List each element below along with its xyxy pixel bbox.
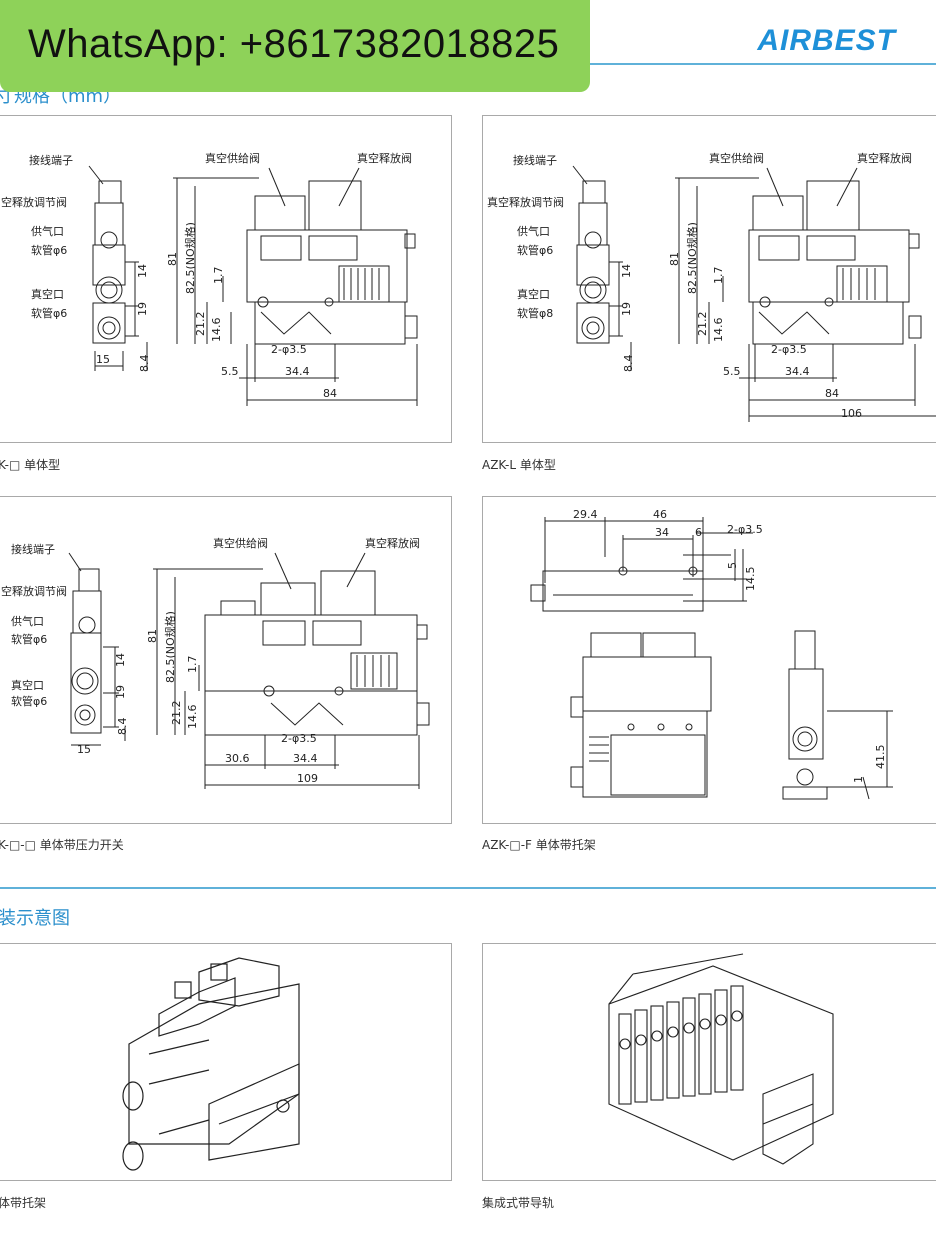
label-supply-tube: 软管φ6 [31, 244, 68, 257]
dim-81: 81 [166, 252, 179, 266]
label-vacuum-tube: 软管φ6 [31, 307, 68, 320]
label-regulator: 空释放调节阀 [1, 196, 67, 209]
dim-84: 84 [825, 387, 839, 400]
airbest-logo: AIRBEST [757, 24, 896, 57]
label-vacuum-port: 真空口 [11, 679, 44, 692]
dim-14-6: 14.6 [186, 704, 199, 730]
dim-14: 14 [114, 653, 127, 667]
dim-14: 14 [136, 264, 149, 278]
manifold-illustration [608, 953, 834, 1165]
label-regulator: 空释放调节阀 [1, 585, 67, 598]
dim-8-4: 8.4 [116, 717, 129, 736]
dim-8-4: 8.4 [622, 354, 635, 373]
dim-21-2: 21.2 [170, 700, 183, 726]
label-vacuum-tube: 软管φ8 [517, 307, 554, 320]
dim-8-4: 8.4 [138, 354, 151, 373]
azk-l-drawing [572, 165, 936, 422]
label-vacuum-tube: 软管φ6 [11, 695, 48, 708]
dim-15: 15 [77, 743, 91, 756]
bracket-drawing [530, 517, 893, 800]
bracket-illustration [122, 957, 300, 1171]
dim-19: 19 [620, 302, 633, 316]
dim-34-4: 34.4 [785, 365, 810, 378]
dim-34-4: 34.4 [293, 752, 318, 765]
dim-15: 15 [96, 353, 110, 366]
label-vacuum-port: 真空口 [31, 288, 64, 301]
label-supply-valve: 真空供给阀 [709, 152, 764, 165]
dim-14-5: 14.5 [744, 566, 757, 592]
dim-81: 81 [668, 252, 681, 266]
pressure-switch-drawing [68, 552, 430, 789]
label-supply-port: 供气口 [517, 225, 550, 238]
label-release-valve: 真空释放阀 [357, 152, 412, 165]
dim-46: 46 [653, 508, 667, 521]
dim-106: 106 [841, 407, 862, 420]
label-supply-port: 供气口 [31, 225, 64, 238]
dim-5: 5 [726, 562, 739, 569]
label-holes: 2-φ3.5 [771, 343, 807, 356]
header-rule [590, 63, 936, 65]
dim-30-6: 30.6 [225, 752, 250, 765]
dim-1-7: 1.7 [212, 266, 225, 285]
dim-109: 109 [297, 772, 318, 785]
dim-14-6: 14.6 [712, 317, 725, 343]
dim-81: 81 [146, 629, 159, 643]
dim-34: 34 [655, 526, 669, 539]
caption-azk-l: AZK-L 单体型 [482, 458, 556, 472]
label-terminal: 接线端子 [513, 154, 557, 167]
drawing-panel-azk-l: 接线端子 真空释放调节阀 供气口 软管φ6 真空口 软管φ8 真空供给阀 真空释… [482, 115, 936, 443]
dim-84: 84 [323, 387, 337, 400]
section-rule [0, 887, 936, 889]
single-type-drawing [88, 165, 418, 406]
caption-single: K-□ 单体型 [0, 458, 61, 472]
caption-pressure-switch: K-□-□ 单体带压力开关 [0, 838, 124, 852]
dim-21-2: 21.2 [194, 311, 207, 337]
label-supply-tube: 软管φ6 [517, 244, 554, 257]
label-vacuum-port: 真空口 [517, 288, 550, 301]
dim-21-2: 21.2 [696, 311, 709, 337]
dim-1: 1 [852, 776, 865, 783]
label-terminal: 接线端子 [11, 543, 55, 556]
caption-bracket-illustration: 体带托架 [0, 1196, 47, 1210]
label-release-valve: 真空释放阀 [365, 537, 420, 550]
dim-82-5: 82.5(NO规格) [164, 611, 177, 683]
label-terminal: 接线端子 [29, 154, 73, 167]
label-supply-valve: 真空供给阀 [213, 537, 268, 550]
dim-5-5: 5.5 [723, 365, 741, 378]
dim-1-7: 1.7 [712, 266, 725, 285]
illustration-panel-manifold [482, 943, 936, 1181]
dim-14-6: 14.6 [210, 317, 223, 343]
dim-41-5: 41.5 [874, 744, 887, 770]
drawing-panel-bracket: 29.4 46 34 6 2-φ3.5 5 14.5 41.5 1 [482, 496, 936, 824]
label-holes: 2-φ3.5 [727, 523, 763, 536]
whatsapp-text: WhatsApp: +8617382018825 [28, 22, 560, 66]
dim-1-7: 1.7 [186, 655, 199, 674]
caption-bracket: AZK-□-F 单体带托架 [482, 838, 596, 852]
dim-6: 6 [695, 526, 702, 539]
whatsapp-banner: WhatsApp: +8617382018825 [0, 0, 590, 92]
dim-29-4: 29.4 [573, 508, 598, 521]
dim-82-5: 82.5(NO规格) [686, 222, 699, 294]
section-title-install: 装示意图 [0, 908, 70, 929]
drawing-panel-pressure-switch: 接线端子 空释放调节阀 供气口 软管φ6 真空口 软管φ6 真空供给阀 真空释放… [0, 496, 452, 824]
dim-14: 14 [620, 264, 633, 278]
label-supply-port: 供气口 [11, 615, 44, 628]
dim-19: 19 [136, 302, 149, 316]
dim-19: 19 [114, 685, 127, 699]
dim-5-5: 5.5 [221, 365, 239, 378]
label-holes: 2-φ3.5 [271, 343, 307, 356]
dim-82-5: 82.5(NO规格) [184, 222, 197, 294]
caption-manifold: 集成式带导轨 [482, 1196, 555, 1210]
label-supply-valve: 真空供给阀 [205, 152, 260, 165]
dim-34-4: 34.4 [285, 365, 310, 378]
label-release-valve: 真空释放阀 [857, 152, 912, 165]
label-supply-tube: 软管φ6 [11, 633, 48, 646]
illustration-panel-bracket [0, 943, 452, 1181]
label-regulator: 真空释放调节阀 [487, 196, 564, 209]
label-holes: 2-φ3.5 [281, 732, 317, 745]
drawing-panel-single: 接线端子 空释放调节阀 供气口 软管φ6 真空口 软管φ6 真空供给阀 真空释放… [0, 115, 452, 443]
